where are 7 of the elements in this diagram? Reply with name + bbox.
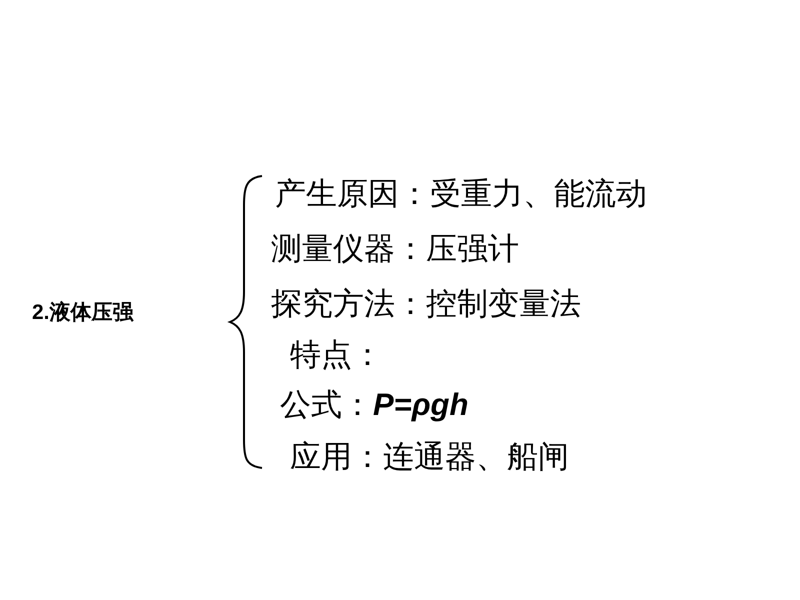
list-item: 应用：连通器、船闸 [290,438,569,476]
list-item: 公式：P=ρgh [280,386,468,424]
title: 2.液体压强 [32,300,134,326]
list-item: 特点： [290,336,383,374]
list-item: 测量仪器：压强计 [271,230,519,268]
list-item: 探究方法：控制变量法 [271,285,581,322]
list-item: 产生原因：受重力、能流动 [275,175,647,212]
